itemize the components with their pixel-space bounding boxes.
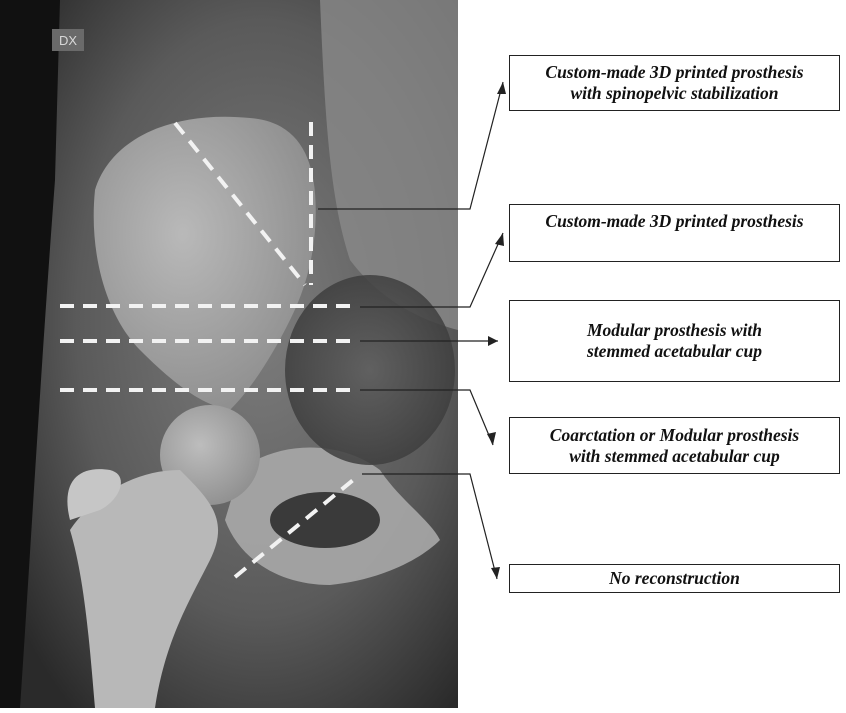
leader-line-none xyxy=(362,474,497,579)
cut-line-pubic xyxy=(235,476,358,577)
label-custom3d-line1: Custom-made 3D printed prosthesis xyxy=(545,211,803,232)
leader-arrowheads xyxy=(487,82,506,579)
arrowhead-custom3d xyxy=(495,233,504,246)
arrowhead-coarctation xyxy=(487,432,496,445)
leader-line-coarctation xyxy=(360,390,493,445)
label-coarctation-or-modular: Coarctation or Modular prosthesis with s… xyxy=(509,417,840,474)
label-coarctation-line2: with stemmed acetabular cup xyxy=(550,446,799,467)
arrowhead-none xyxy=(491,567,500,579)
label-spinopelvic-line1: Custom-made 3D printed prosthesis xyxy=(545,62,803,83)
resection-cut-lines xyxy=(60,122,358,577)
label-coarctation-line1: Coarctation or Modular prosthesis xyxy=(550,425,799,446)
cut-line-oblique-iliac xyxy=(175,123,305,285)
label-no-reconstruction: No reconstruction xyxy=(509,564,840,593)
label-none-line1: No reconstruction xyxy=(609,568,740,589)
label-custom-3d-prosthesis: Custom-made 3D printed prosthesis xyxy=(509,204,840,262)
label-spinopelvic-line2: with spinopelvic stabilization xyxy=(545,83,803,104)
leader-line-spinopelvic xyxy=(318,82,503,209)
label-spinopelvic-prosthesis: Custom-made 3D printed prosthesis with s… xyxy=(509,55,840,111)
leader-lines xyxy=(318,82,503,579)
label-modular-line1: Modular prosthesis with xyxy=(587,320,762,341)
arrowhead-spinopelvic xyxy=(497,82,506,94)
label-modular-prosthesis: Modular prosthesis with stemmed acetabul… xyxy=(509,300,840,382)
label-modular-line2: stemmed acetabular cup xyxy=(587,341,762,362)
arrowhead-modular xyxy=(488,336,498,346)
leader-line-custom3d xyxy=(360,233,503,307)
